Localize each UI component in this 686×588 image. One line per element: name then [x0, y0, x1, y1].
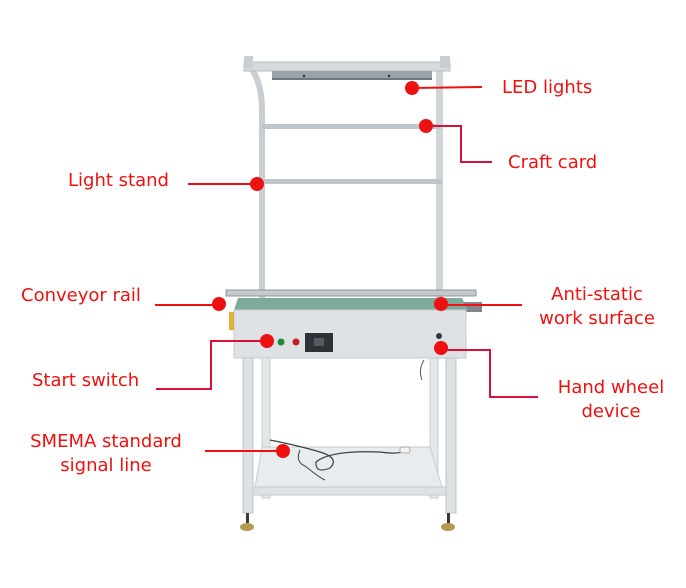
- workbench-legs: [242, 357, 457, 514]
- callout-dot-light-stand: [250, 177, 264, 191]
- callout-dot-smema: [276, 444, 290, 458]
- hand-wheel-hole-icon: [436, 333, 442, 339]
- label-anti-static-line1: Anti-static: [551, 284, 643, 305]
- label-hand-wheel-line2: device: [581, 401, 641, 422]
- green-start-button-icon: [277, 338, 285, 346]
- callout-dot-conveyor-rail: [212, 297, 226, 311]
- callout-dot-start-switch: [260, 334, 274, 348]
- red-stop-button-icon: [292, 338, 300, 346]
- craft-card-bar: [262, 124, 442, 129]
- leveling-feet: [240, 513, 455, 531]
- label-craft-card: Craft card: [508, 152, 598, 173]
- callout-dots: [212, 81, 448, 458]
- light-stand-crossbar: [262, 179, 442, 184]
- label-conveyor-rail: Conveyor rail: [21, 285, 141, 306]
- label-smema-line1: SMEMA standard: [30, 431, 182, 452]
- callout-dot-hand-wheel: [434, 341, 448, 355]
- light-stand-frame: [243, 56, 451, 300]
- callout-dot-craft-card: [419, 119, 433, 133]
- label-hand-wheel-device: Hand wheel device: [546, 376, 676, 424]
- conveyor-rail: [225, 289, 482, 312]
- leader-lines: [155, 86, 538, 452]
- label-anti-static-line2: work surface: [539, 308, 655, 329]
- control-panel-housing: [233, 309, 467, 359]
- led-light-bar: [272, 71, 432, 80]
- label-led-lights: LED lights: [502, 77, 593, 98]
- callout-dot-led: [405, 81, 419, 95]
- label-start-switch: Start switch: [32, 370, 140, 391]
- callout-dot-anti-static: [434, 297, 448, 311]
- label-light-stand: Light stand: [68, 170, 169, 191]
- label-hand-wheel-line1: Hand wheel: [557, 377, 665, 398]
- label-smema-signal-line: SMEMA standard signal line: [16, 430, 196, 478]
- label-smema-line2: signal line: [60, 455, 152, 476]
- label-anti-static-work-surface: Anti-static work surface: [532, 283, 662, 331]
- anti-static-belt: [234, 298, 468, 310]
- smema-signal-cable: [269, 439, 406, 471]
- side-indicator: [229, 312, 234, 330]
